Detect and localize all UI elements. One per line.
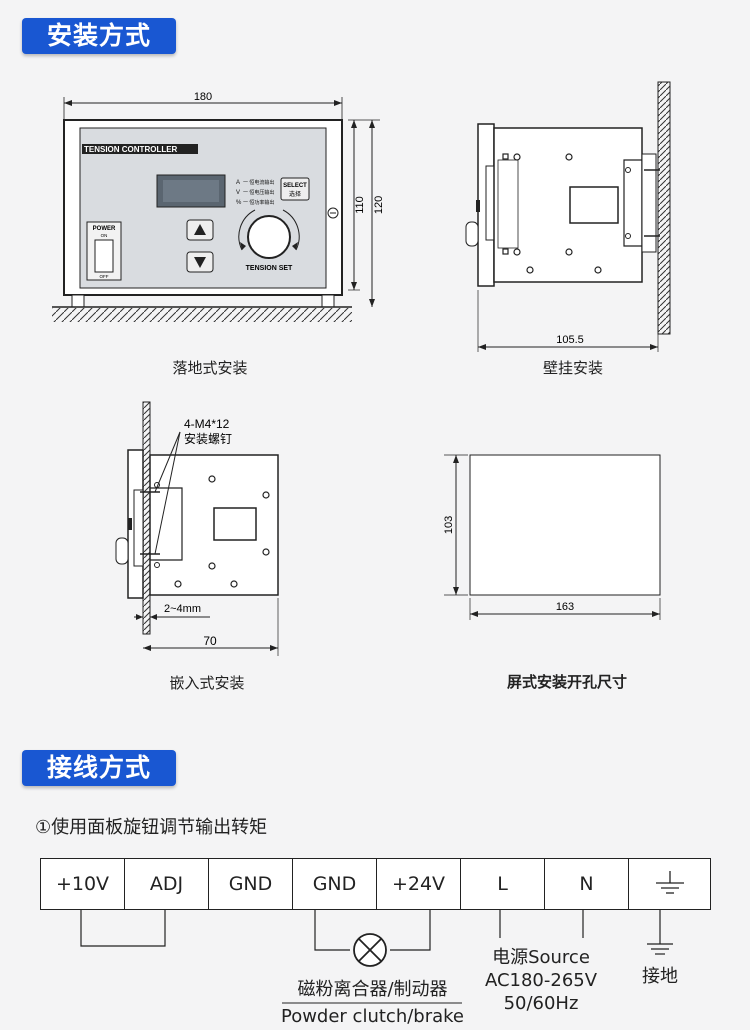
ind-a: A (236, 180, 240, 186)
up-arrow-icon (194, 224, 206, 235)
terminal-10v: +10V (40, 858, 125, 910)
wall-mount-drawing: 105.5 (465, 81, 671, 352)
terminal-gnd-1: GND (208, 858, 293, 910)
cutout-height: 103 (443, 516, 455, 534)
source-label: 电源Source (492, 947, 590, 968)
cutout-drawing: 103 163 (443, 454, 661, 620)
cutout-width: 163 (556, 601, 574, 613)
terminal-gnd-2: GND (292, 858, 377, 910)
powder-clutch-icon (353, 933, 387, 967)
power-off: OFF (100, 274, 109, 279)
down-arrow-icon (194, 257, 206, 268)
ind-pct-text: 一 恒功率输出 (243, 199, 274, 206)
caption-floor: 落地式安装 (172, 359, 248, 377)
caption-wall: 壁挂安装 (542, 359, 603, 377)
terminal-n: N (544, 858, 629, 910)
terminal-l: L (460, 858, 545, 910)
tension-knob (247, 215, 291, 259)
caption-cutout: 屏式安装开孔尺寸 (506, 673, 627, 691)
section-title-install: 安装方式 (22, 18, 176, 54)
ind-pct: % (236, 200, 242, 206)
select-label: SELECT (283, 183, 307, 189)
terminal-ground (628, 858, 711, 910)
screw-label: 4-M4*12 (184, 417, 230, 431)
thickness-label: 2~4mm (164, 603, 201, 615)
power-label: POWER (93, 226, 116, 232)
wiring-step-title: ①使用面板旋钮调节输出转矩 (35, 817, 268, 838)
panel-title: TENSION CONTROLLER (84, 145, 178, 154)
ind-v-text: 一 恒电压输出 (243, 189, 274, 196)
caption-embed: 嵌入式安装 (169, 674, 245, 692)
dim-110: 110 (354, 196, 366, 214)
ind-v: V (236, 190, 240, 196)
dim-70: 70 (203, 634, 217, 648)
embed-mount-drawing: 4-M4*12 安装螺钉 2~4mm 70 (115, 401, 279, 656)
terminal-adj: ADJ (124, 858, 209, 910)
dim-120: 120 (373, 196, 385, 214)
source-frequency: 50/60Hz (503, 993, 579, 1014)
select-sub: 选择 (289, 190, 301, 198)
ind-a-text: 一 恒电流输出 (243, 179, 274, 186)
terminal-24v: +24V (376, 858, 461, 910)
load-label-cn: 磁粉离合器/制动器 (297, 979, 448, 1000)
section-title-wiring: 接线方式 (22, 750, 176, 786)
knob-label: TENSION SET (246, 265, 293, 272)
dim-180: 180 (194, 91, 212, 103)
source-voltage: AC180-265V (484, 970, 598, 991)
floor-mount-drawing: 180 TENSION CONTROLLER A 一 恒电流输出 V 一 恒电压… (52, 91, 385, 322)
power-on: ON (101, 233, 108, 238)
load-label-en: Powder clutch/brake (280, 1006, 464, 1027)
install-diagrams: 180 TENSION CONTROLLER A 一 恒电流输出 V 一 恒电压… (52, 81, 671, 656)
dim-105-5: 105.5 (556, 334, 584, 346)
ground-label: 接地 (642, 966, 678, 987)
screw-sub: 安装螺钉 (184, 431, 232, 446)
ground-symbol-icon (656, 871, 684, 894)
